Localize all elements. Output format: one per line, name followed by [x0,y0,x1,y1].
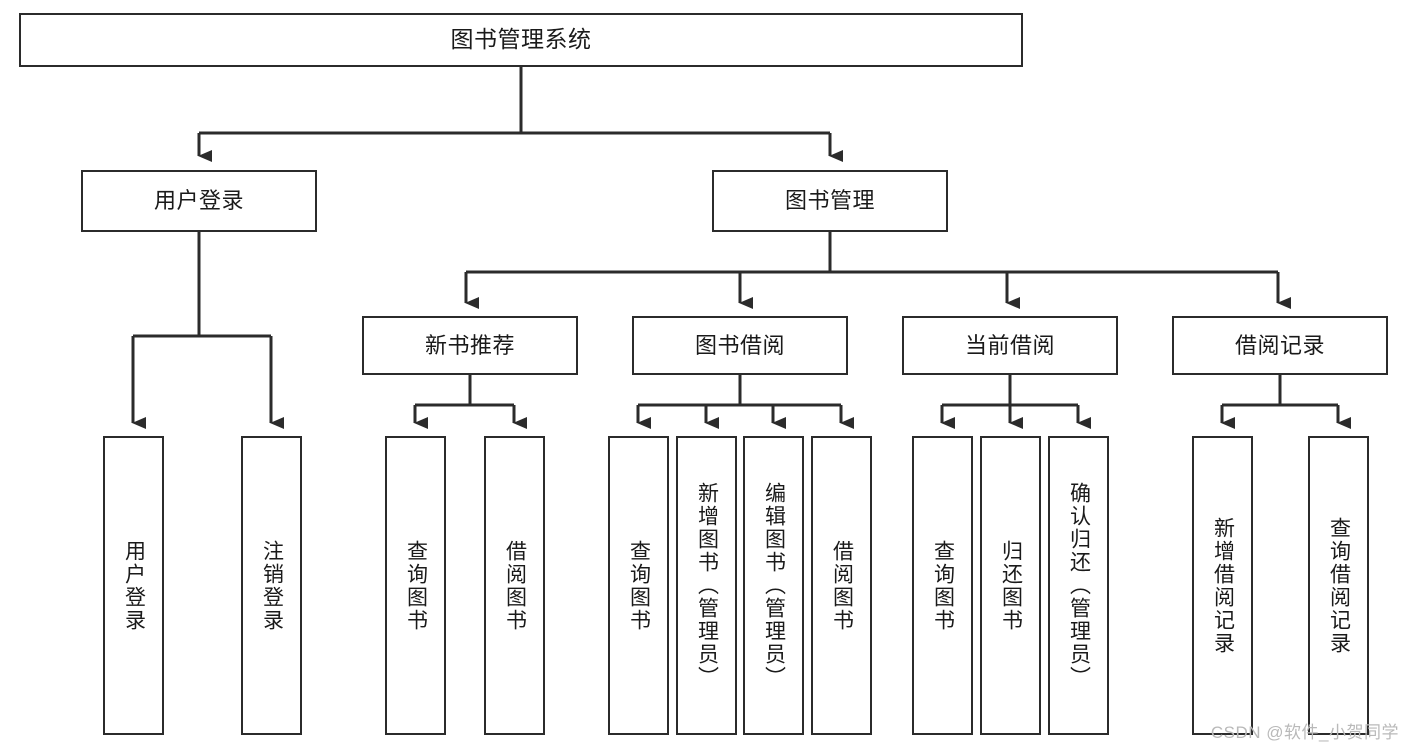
node-root-label: 图书管理系统 [450,26,592,53]
node-leaf-borrow-book-1-label: 借阅图书 [503,539,527,632]
node-new-book-recommend-label: 新书推荐 [424,332,515,358]
node-leaf-query-book-1[interactable]: 查询图书 [385,436,446,735]
node-leaf-query-record-label: 查询借阅记录 [1327,516,1351,655]
node-leaf-query-book-2-label: 查询图书 [627,539,651,632]
node-leaf-user-login[interactable]: 用户登录 [103,436,164,735]
node-leaf-borrow-book-1[interactable]: 借阅图书 [484,436,545,735]
node-leaf-confirm-return[interactable]: 确认归还（管理员） [1048,436,1109,735]
node-leaf-query-book-3-label: 查询图书 [931,539,955,632]
node-leaf-add-book-label: 新增图书（管理员） [695,482,719,689]
node-current-borrow-label: 当前借阅 [964,332,1055,358]
node-current-borrow[interactable]: 当前借阅 [902,316,1118,375]
node-book-borrow[interactable]: 图书借阅 [632,316,848,375]
node-book-manage[interactable]: 图书管理 [712,170,948,232]
node-borrow-record-label: 借阅记录 [1234,332,1325,358]
node-leaf-return-book-label: 归还图书 [999,539,1023,632]
node-user-login-label: 用户登录 [153,188,244,214]
node-leaf-add-record[interactable]: 新增借阅记录 [1192,436,1253,735]
node-new-book-recommend[interactable]: 新书推荐 [362,316,578,375]
node-leaf-add-book[interactable]: 新增图书（管理员） [676,436,737,735]
node-borrow-record[interactable]: 借阅记录 [1172,316,1388,375]
csdn-watermark: CSDN @软件_小贺同学 [1210,723,1399,742]
node-leaf-edit-book[interactable]: 编辑图书（管理员） [743,436,804,735]
node-leaf-edit-book-label: 编辑图书（管理员） [762,482,786,689]
node-book-borrow-label: 图书借阅 [694,332,785,358]
node-leaf-logout[interactable]: 注销登录 [241,436,302,735]
node-book-manage-label: 图书管理 [784,188,875,214]
node-leaf-borrow-book-2[interactable]: 借阅图书 [811,436,872,735]
node-leaf-user-login-label: 用户登录 [122,539,146,632]
node-root[interactable]: 图书管理系统 [19,13,1023,67]
node-leaf-query-book-1-label: 查询图书 [404,539,428,632]
node-user-login[interactable]: 用户登录 [81,170,317,232]
node-leaf-query-book-2[interactable]: 查询图书 [608,436,669,735]
node-leaf-logout-label: 注销登录 [260,539,284,632]
node-leaf-borrow-book-2-label: 借阅图书 [830,539,854,632]
node-leaf-confirm-return-label: 确认归还（管理员） [1067,482,1091,689]
node-leaf-query-book-3[interactable]: 查询图书 [912,436,973,735]
node-leaf-return-book[interactable]: 归还图书 [980,436,1041,735]
node-leaf-query-record[interactable]: 查询借阅记录 [1308,436,1369,735]
node-leaf-add-record-label: 新增借阅记录 [1211,516,1235,655]
